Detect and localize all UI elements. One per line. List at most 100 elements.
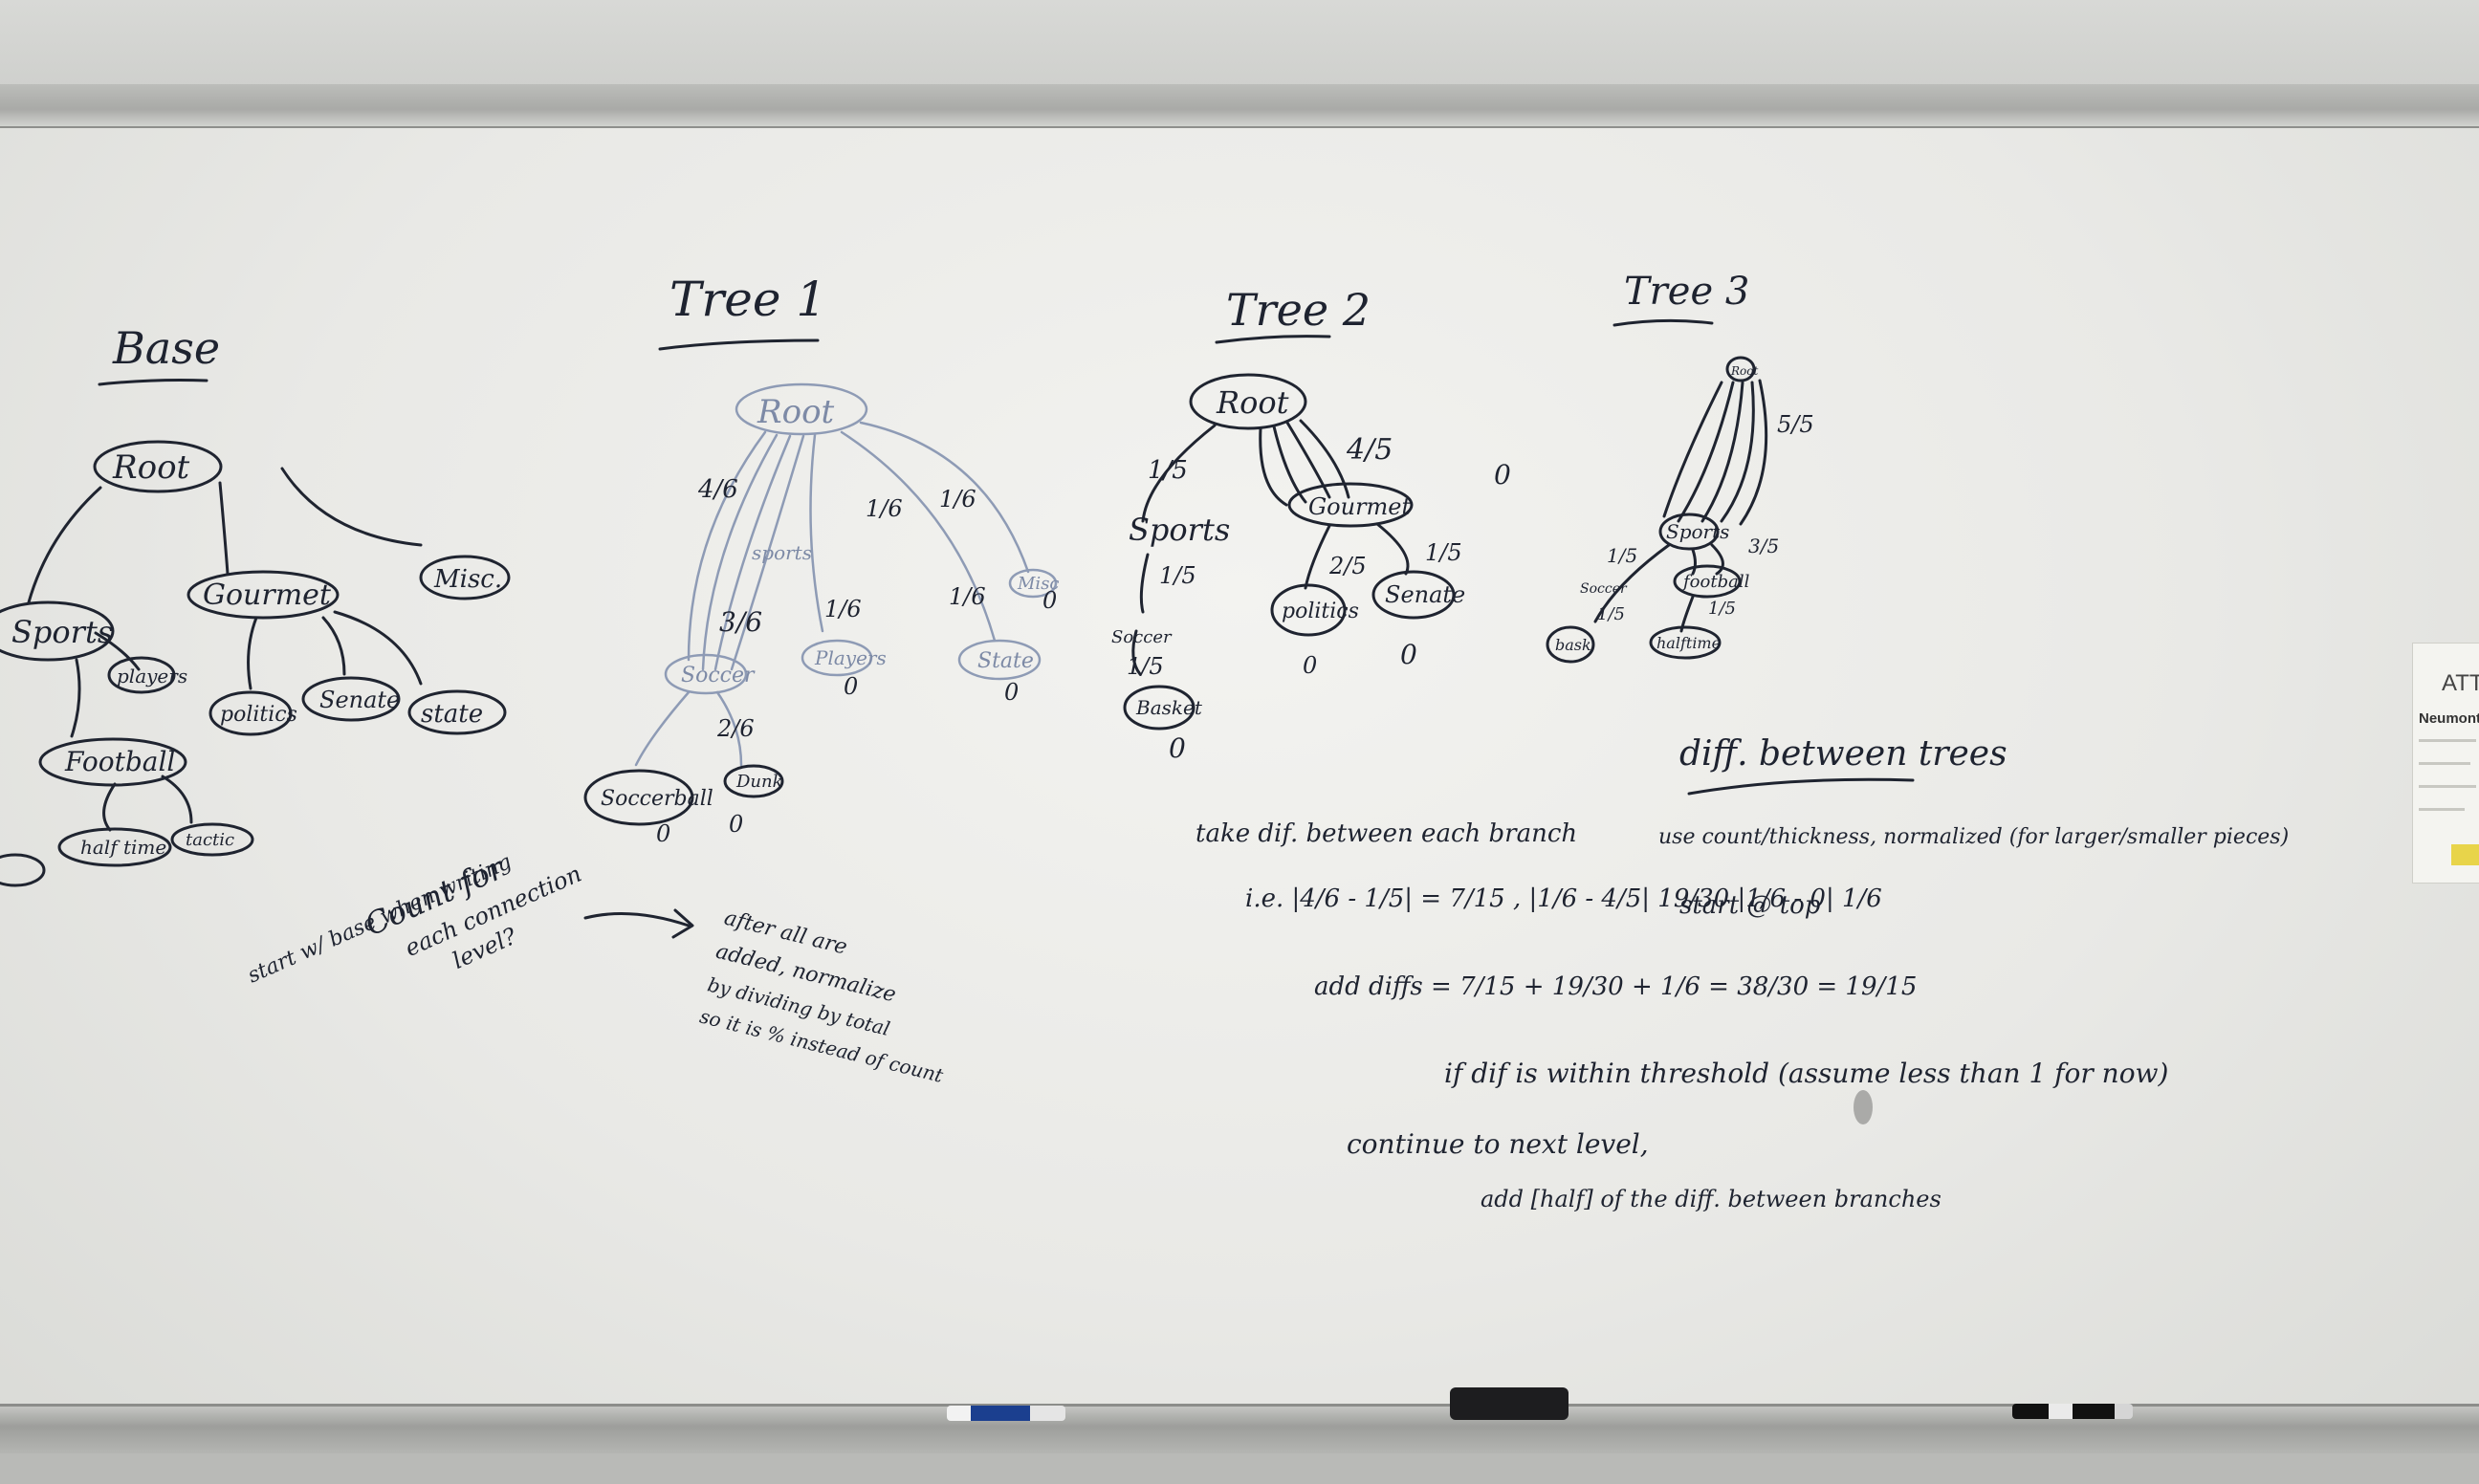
- base-gourmet-oval: [186, 570, 340, 620]
- tree3-edge-d: [1720, 381, 1755, 523]
- tree2-politics-label: politics: [1282, 600, 1359, 623]
- tree1-edge-a: [687, 430, 767, 662]
- base-cut-oval: [0, 853, 46, 887]
- sign-title: ATT: [2442, 670, 2479, 696]
- tree2-edge-politics: [1304, 524, 1331, 590]
- base-gourmet-label: Gourmet: [203, 578, 332, 612]
- tree2-w-1-5b: 1/5: [1159, 562, 1196, 589]
- tree1-root-label: Root: [757, 393, 835, 431]
- tree1-state-label: State: [977, 649, 1034, 673]
- tree1-zero-4: 0: [1004, 679, 1019, 706]
- tree1-root-oval: [735, 382, 868, 436]
- tree1-soccer-oval: [664, 653, 748, 695]
- tree1-edge-b: [701, 433, 779, 671]
- base-senate-label: Senate: [319, 687, 400, 713]
- base-senate-oval: [301, 676, 401, 722]
- tree2-w-2-5: 2/5: [1328, 553, 1367, 579]
- tree3-edge-e: [1739, 379, 1768, 526]
- diff-title-underline: [1687, 777, 1915, 796]
- tree3-w-1-5c: 1/5: [1708, 599, 1736, 619]
- base-edge-gourmet-politics: [247, 616, 258, 690]
- base-root-label: Root: [112, 448, 190, 487]
- tree1-w-1-6d: 1/6: [949, 583, 986, 610]
- base-note-group: start w/ base when writing Count for eac…: [244, 849, 585, 988]
- sign-text-line: [2419, 785, 2476, 788]
- tree1-zero-2: 0: [729, 811, 743, 838]
- tree1-w-1-6c: 1/6: [824, 596, 862, 622]
- diff-line-3: take dif. between each branch: [1196, 819, 1577, 848]
- wall-bottom: [0, 1453, 2479, 1484]
- tree2-senate-oval: [1371, 570, 1456, 620]
- underline-tree1: [658, 338, 820, 351]
- diff-title: diff. between trees: [1679, 734, 2007, 774]
- diff-line-4: i.e. |4/6 - 1/5| = 7/15 , |1/6 - 4/5| 19…: [1245, 884, 1882, 913]
- tree1-w-4-6: 4/6: [697, 475, 738, 504]
- tree3-football-oval: [1673, 564, 1742, 599]
- base-edge-football-halftime: [102, 782, 117, 832]
- base-edge-gourmet-senate: [321, 616, 346, 676]
- base-politics-label: politics: [220, 703, 297, 727]
- tree3-w-1-5b: 1/5: [1597, 604, 1625, 624]
- tree1-misc-label: Misc: [1017, 574, 1060, 594]
- tree2-edge-gourmet-c: [1285, 421, 1331, 499]
- tree2-basket-label: Basket: [1135, 696, 1203, 719]
- tree3-edge-c: [1700, 381, 1744, 523]
- diff-line-2: start @ top: [1679, 891, 1821, 920]
- tree1-players-oval: [801, 639, 873, 677]
- tree3-edge-soccer: [1593, 543, 1671, 623]
- base-misc-label: Misc.: [433, 565, 502, 594]
- tree3-edge-a: [1662, 381, 1723, 518]
- sign-yellow-sticker: [2451, 844, 2479, 865]
- tree3-root-oval: [1725, 356, 1756, 382]
- tree1-edge-soccerball: [634, 690, 691, 767]
- base-sports-label: Sports: [11, 614, 113, 650]
- tree2-root-label: Root: [1216, 384, 1289, 421]
- diff-line-8: add [half] of the diff. between branches: [1481, 1186, 1942, 1212]
- tree2-edge-senate: [1375, 522, 1410, 576]
- black-marker: [2012, 1404, 2133, 1419]
- wall: [0, 0, 2479, 86]
- tree1-edge-misc: [859, 421, 1030, 574]
- tree2-edge-sports-down: [1139, 553, 1150, 614]
- tree2-politics-oval: [1270, 583, 1347, 637]
- heading-base: Base: [112, 322, 220, 374]
- tree1-soccer-label: Soccer: [681, 664, 756, 687]
- base-football-label: Football: [64, 746, 175, 777]
- tree3-edge-b: [1677, 381, 1735, 523]
- smudge: [1854, 1090, 1873, 1124]
- underline-base: [98, 379, 208, 386]
- tree3-bask-oval: [1546, 625, 1595, 664]
- tree3-edge-halftime: [1679, 595, 1695, 633]
- base-edge-root-misc: [280, 467, 423, 547]
- base-edge-root-gourmet: [218, 481, 230, 576]
- tree2-w-1-5a: 1/5: [1148, 456, 1188, 485]
- tree1-edge-players: [809, 433, 824, 633]
- tree1-w-1-6a: 1/6: [866, 495, 903, 522]
- underline-tree3: [1612, 318, 1714, 327]
- tree2-zero-3: 0: [1400, 639, 1417, 670]
- tree3-sports-oval: [1658, 513, 1720, 551]
- base-state-label: state: [421, 700, 483, 729]
- tree1-w-2-6: 2/6: [716, 715, 755, 742]
- tree3-edge-football: [1691, 548, 1697, 576]
- base-edge-sports-football: [70, 658, 81, 738]
- tree3-halftime-oval: [1649, 625, 1722, 660]
- base-players-oval: [107, 656, 176, 694]
- tree3-bask-label: bask: [1555, 636, 1591, 654]
- diff-line-1: use count/thickness, normalized (for lar…: [1658, 825, 2289, 849]
- tree3-halftime-label: halftime: [1656, 634, 1721, 652]
- heading-tree1: Tree 1: [669, 272, 826, 327]
- tree1-arrow-shaft: [583, 912, 691, 928]
- base-sports-oval: [0, 600, 115, 662]
- base-politics-oval: [208, 690, 293, 736]
- tree2-gourmet-label: Gourmet: [1308, 493, 1412, 520]
- tree3-football-label: football: [1681, 572, 1750, 592]
- heading-tree2: Tree 2: [1226, 284, 1371, 336]
- tree3-soccer-label: Soccer: [1580, 581, 1628, 597]
- tree2-basket-oval: [1123, 685, 1196, 731]
- base-root-oval: [93, 440, 223, 493]
- tree2-w-1-5c: 1/5: [1425, 539, 1462, 566]
- tree2-zero-1: 0: [1169, 732, 1186, 764]
